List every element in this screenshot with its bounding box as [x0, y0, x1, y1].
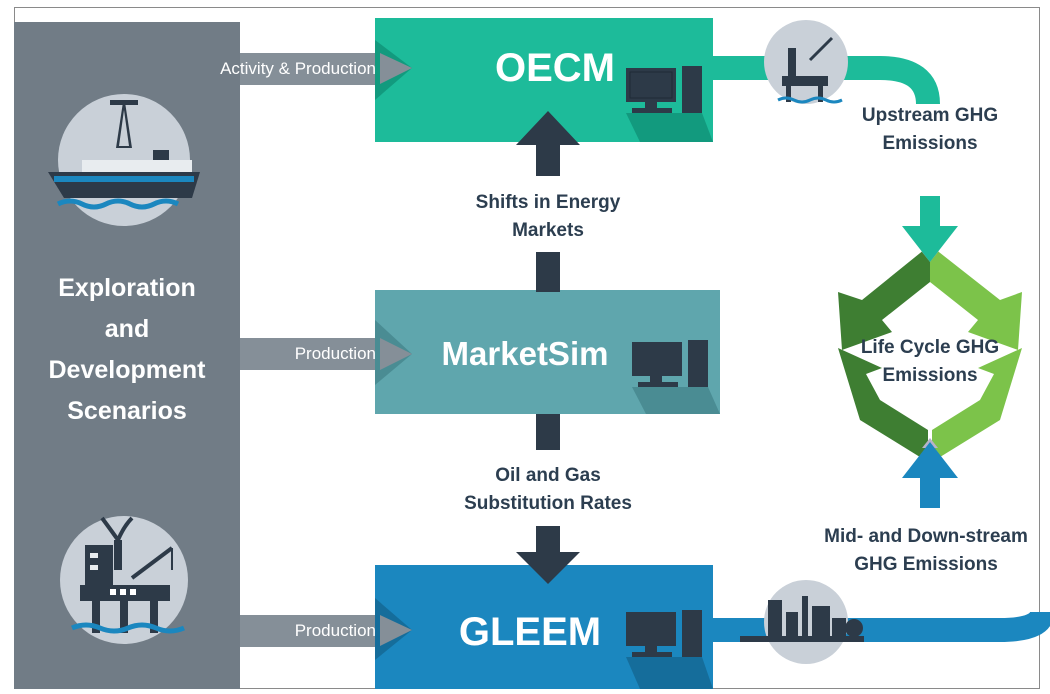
substitution-label-line: Oil and Gas — [495, 465, 601, 486]
upstream-pipe — [713, 56, 940, 105]
shifts-arrow — [516, 111, 580, 176]
feed-oecm — [240, 53, 380, 85]
feed-gleem — [240, 615, 380, 647]
marketsim-label: MarketSim — [441, 335, 609, 372]
upstream-label-line: Upstream GHG — [861, 105, 999, 126]
feed-label-oecm: Activity & Production — [220, 59, 376, 78]
feed-label-marketsim: Production — [294, 344, 376, 363]
scenarios-title-line: Exploration — [58, 274, 196, 302]
oecm-label: OECM — [495, 46, 615, 90]
upstream-label-line: Emissions — [882, 133, 978, 154]
lifecycle-label-line: Emissions — [882, 365, 978, 386]
computer-icon — [626, 610, 713, 689]
midstream-arrow — [902, 442, 958, 508]
shifts-label-line: Markets — [512, 220, 584, 241]
downstream-pipe — [713, 610, 1050, 642]
midstream-label-line: GHG Emissions — [854, 554, 998, 575]
scenarios-title-line: Development — [48, 356, 206, 384]
midstream-label-line: Mid- and Down-stream — [824, 526, 1028, 547]
scenarios-title-line: Scenarios — [67, 397, 187, 425]
computer-icon — [626, 66, 713, 142]
substitution-arrow — [516, 526, 580, 584]
substitution-label: Oil and Gas Substitution Rates — [428, 462, 668, 518]
shifts-label-line: Shifts in Energy — [475, 192, 621, 213]
computer-icon — [632, 340, 720, 414]
feed-label-gleem: Production — [294, 621, 376, 640]
scenarios-title: Exploration and Development Scenarios — [14, 268, 240, 432]
upstream-label: Upstream GHG Emissions — [820, 102, 1040, 158]
lifecycle-label-line: Life Cycle GHG — [860, 337, 1000, 358]
midstream-label: Mid- and Down-stream GHG Emissions — [806, 523, 1046, 579]
upstream-arrow — [902, 196, 958, 262]
scenarios-title-line: and — [104, 315, 150, 343]
offshore-platform-icon — [777, 36, 843, 104]
shifts-label: Shifts in Energy Markets — [428, 189, 668, 245]
substitution-label-line: Substitution Rates — [464, 493, 632, 514]
gleem-label: GLEEM — [458, 610, 602, 654]
lifecycle-label: Life Cycle GHG Emissions — [830, 334, 1030, 390]
feed-marketsim — [240, 338, 380, 370]
refinery-icon — [740, 596, 864, 642]
